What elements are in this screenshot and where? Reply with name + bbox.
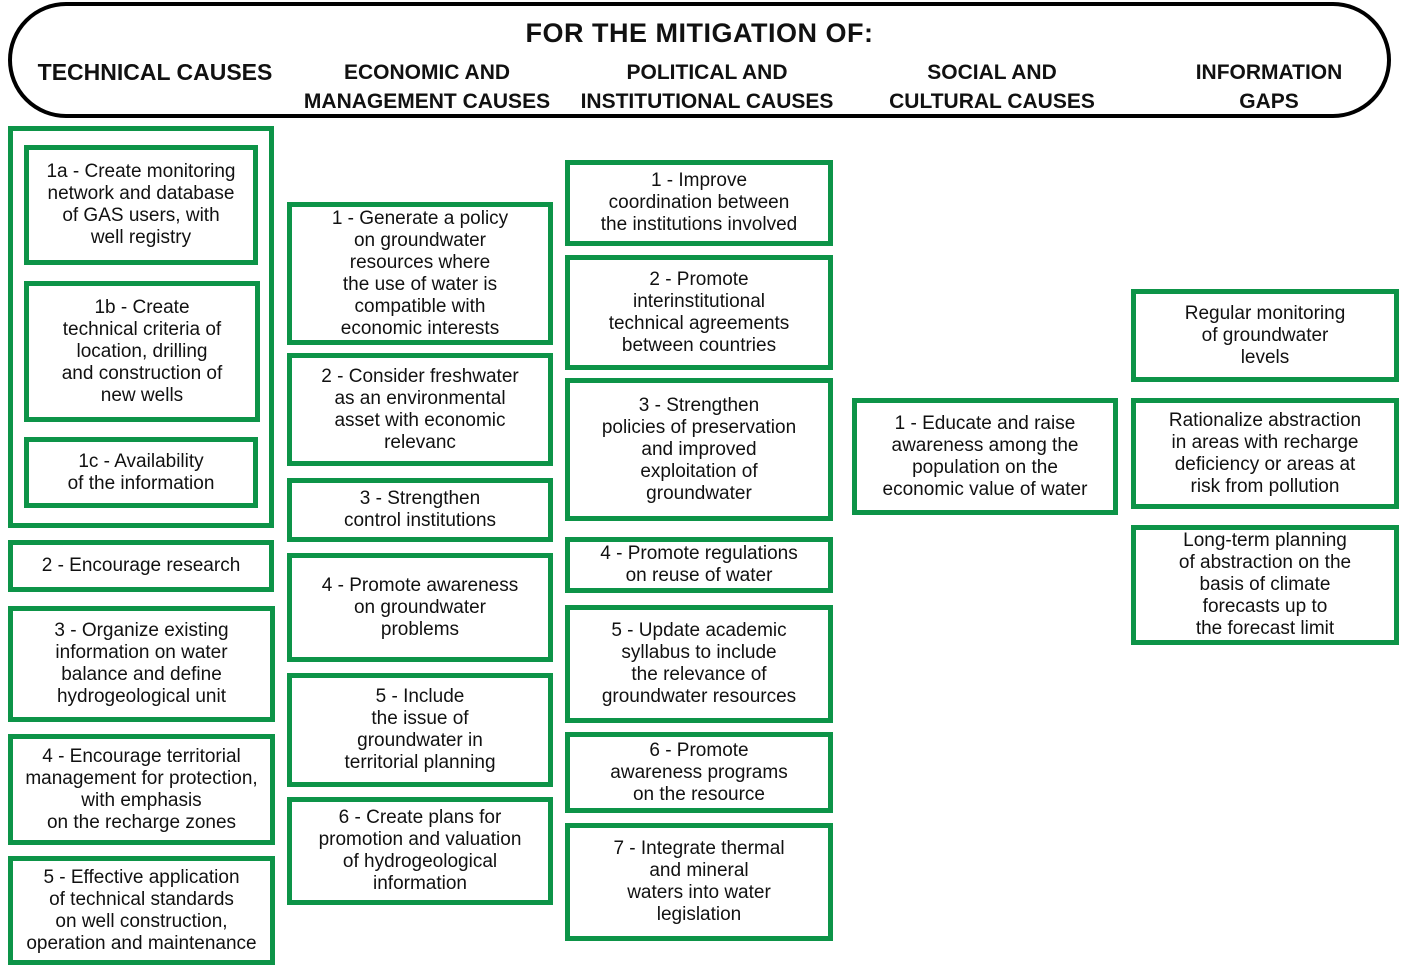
box-technical-5: 5 - Effective application of technical s… bbox=[8, 856, 275, 965]
box-infogap-regular-monitoring: Regular monitoring of groundwater levels bbox=[1131, 289, 1399, 382]
box-political-5: 5 - Update academic syllabus to include … bbox=[565, 605, 833, 723]
column-header-social: SOCIAL AND CULTURAL CAUSES bbox=[889, 61, 1095, 113]
column-header-economic: ECONOMIC AND MANAGEMENT CAUSES bbox=[303, 61, 551, 113]
box-technical-1a: 1a - Create monitoring network and datab… bbox=[24, 145, 258, 265]
header-pill: FOR THE MITIGATION OF: TECHNICAL CAUSES … bbox=[8, 2, 1391, 118]
box-economic-5: 5 - Include the issue of groundwater in … bbox=[287, 673, 553, 787]
box-political-1: 1 - Improve coordination between the ins… bbox=[565, 160, 833, 246]
page-title: FOR THE MITIGATION OF: bbox=[525, 18, 874, 48]
box-economic-4: 4 - Promote awareness on groundwater pro… bbox=[287, 553, 553, 662]
box-economic-3: 3 - Strengthen control institutions bbox=[287, 478, 553, 542]
box-political-6: 6 - Promote awareness programs on the re… bbox=[565, 732, 833, 813]
column-header-information: INFORMATION GAPS bbox=[1195, 61, 1343, 113]
box-political-4: 4 - Promote regulations on reuse of wate… bbox=[565, 537, 833, 593]
column-header-political: POLITICAL AND INSTITUTIONAL CAUSES bbox=[580, 61, 834, 113]
column-header-technical: TECHNICAL CAUSES bbox=[37, 59, 273, 85]
box-social-1: 1 - Educate and raise awareness among th… bbox=[852, 398, 1118, 515]
box-technical-1c: 1c - Availability of the information bbox=[24, 437, 258, 508]
box-political-2: 2 - Promote interinstitutional technical… bbox=[565, 255, 833, 370]
box-economic-2: 2 - Consider freshwater as an environmen… bbox=[287, 353, 553, 466]
box-economic-6: 6 - Create plans for promotion and valua… bbox=[287, 797, 553, 905]
box-technical-1b: 1b - Create technical criteria of locati… bbox=[24, 281, 260, 422]
box-infogap-long-term-planning: Long-term planning of abstraction on the… bbox=[1131, 525, 1399, 645]
box-economic-1: 1 - Generate a policy on groundwater res… bbox=[287, 202, 553, 345]
box-infogap-rationalize-abstraction: Rationalize abstraction in areas with re… bbox=[1131, 398, 1399, 509]
box-political-7: 7 - Integrate thermal and mineral waters… bbox=[565, 823, 833, 941]
box-political-3: 3 - Strengthen policies of preservation … bbox=[565, 378, 833, 521]
box-technical-4: 4 - Encourage territorial management for… bbox=[8, 734, 275, 845]
box-technical-3: 3 - Organize existing information on wat… bbox=[8, 606, 275, 722]
box-technical-2: 2 - Encourage research bbox=[8, 540, 274, 592]
